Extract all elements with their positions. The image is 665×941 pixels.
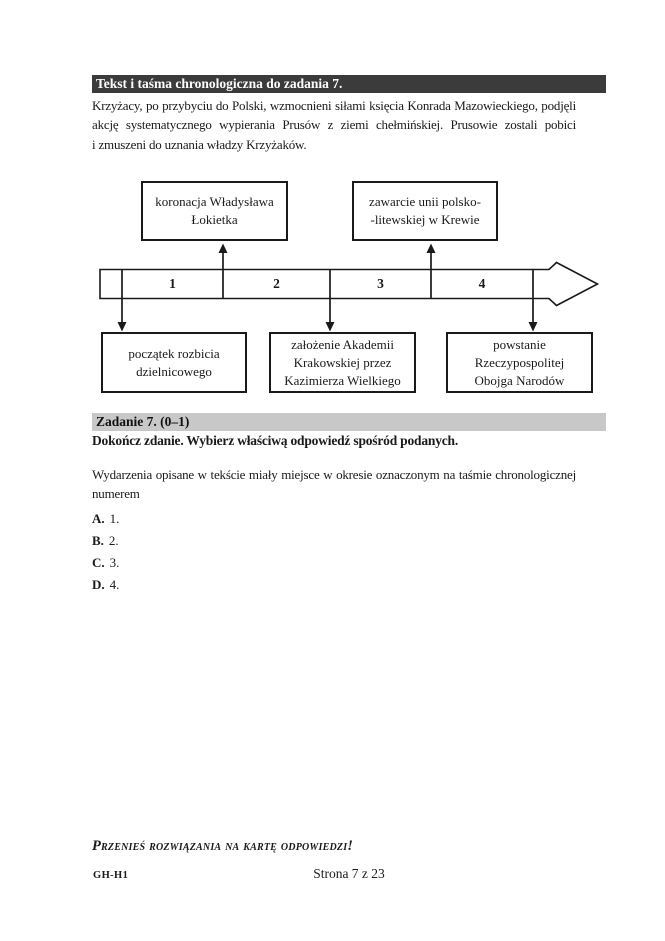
event-label-line: Kazimierza Wielkiego bbox=[284, 372, 401, 388]
event-label-line: Łokietka bbox=[191, 212, 238, 227]
answer-option-c: C. 3. bbox=[92, 552, 119, 574]
option-value: 1. bbox=[109, 511, 120, 526]
event-label-line: zawarcie unii polsko- bbox=[369, 194, 481, 209]
text-section-bar: Tekst i taśma chronologiczna do zadania … bbox=[92, 75, 606, 93]
arrowhead-up-icon bbox=[218, 243, 228, 253]
page-number: Strona 7 z 23 bbox=[313, 866, 385, 881]
event-label-line: Rzeczypospolitej bbox=[474, 354, 565, 370]
event-label-line: dzielnicowego bbox=[136, 363, 212, 379]
transfer-answers-note: Przenieś rozwiązania na kartę odpowiedzi… bbox=[92, 838, 354, 854]
event-label-line: Krakowskiej przez bbox=[293, 354, 392, 370]
task-header-bar: Zadanie 7. (0–1) bbox=[92, 413, 606, 431]
answer-option-d: D. 4. bbox=[92, 574, 119, 596]
event-box-below-1: początek rozbicia dzielnicowego bbox=[101, 332, 247, 393]
timeline-segment-label-4: 4 bbox=[478, 276, 486, 291]
event-label-line: Obojga Narodów bbox=[474, 372, 565, 388]
intro-paragraph: Krzyżacy, po przybyciu do Polski, wzmocn… bbox=[92, 96, 576, 154]
arrowhead-down-icon bbox=[528, 322, 538, 332]
event-label-line: koronacja Władysława bbox=[155, 194, 274, 209]
event-label-line: założenie Akademii bbox=[291, 336, 394, 352]
option-value: 4. bbox=[109, 577, 120, 592]
question-line: numerem bbox=[92, 486, 140, 502]
intro-line: akcję systematycznego wypierania Prusów … bbox=[92, 117, 576, 133]
timeline-segment-label-1: 1 bbox=[169, 276, 176, 291]
option-letter: A. bbox=[92, 511, 105, 526]
question-line: Wydarzenia opisane w tekście miały miejs… bbox=[92, 467, 576, 482]
question-text: Wydarzenia opisane w tekście miały miejs… bbox=[92, 465, 576, 504]
arrowhead-down-icon bbox=[325, 322, 335, 332]
option-letter: C. bbox=[92, 555, 105, 570]
answer-option-a: A. 1. bbox=[92, 508, 119, 530]
event-box-above-2: zawarcie unii polsko- -litewskiej w Krew… bbox=[352, 181, 498, 241]
sheet-code: GH-H1 bbox=[93, 870, 129, 881]
timeline-segment-label-3: 3 bbox=[377, 276, 384, 291]
timeline-graphic bbox=[99, 243, 600, 332]
event-label-line: -litewskiej w Krewie bbox=[370, 212, 480, 227]
arrowhead-up-icon bbox=[426, 243, 436, 253]
event-box-above-1: koronacja Władysława Łokietka bbox=[141, 181, 288, 241]
event-label-line: powstanie bbox=[493, 336, 546, 352]
event-box-below-2: założenie Akademii Krakowskiej przez Kaz… bbox=[269, 332, 416, 393]
task-instruction: Dokończ zdanie. Wybierz właściwą odpowie… bbox=[92, 433, 459, 448]
timeline-segment-label-2: 2 bbox=[273, 276, 280, 291]
arrowhead-down-icon bbox=[117, 322, 127, 332]
intro-line: Krzyżacy, po przybyciu do Polski, wzmocn… bbox=[92, 98, 576, 113]
answer-options: A. 1. B. 2. C. 3. D. 4. bbox=[92, 508, 119, 596]
option-letter: B. bbox=[92, 533, 104, 548]
event-label-line: początek rozbicia bbox=[128, 345, 220, 361]
option-value: 3. bbox=[109, 555, 120, 570]
answer-option-b: B. 2. bbox=[92, 530, 119, 552]
option-value: 2. bbox=[108, 533, 119, 548]
event-box-below-3: powstanie Rzeczypospolitej Obojga Narodó… bbox=[446, 332, 593, 393]
intro-line: i zmuszeni do uznania władzy Krzyżaków. bbox=[92, 136, 307, 152]
option-letter: D. bbox=[92, 577, 105, 592]
timeline-band bbox=[99, 261, 600, 307]
